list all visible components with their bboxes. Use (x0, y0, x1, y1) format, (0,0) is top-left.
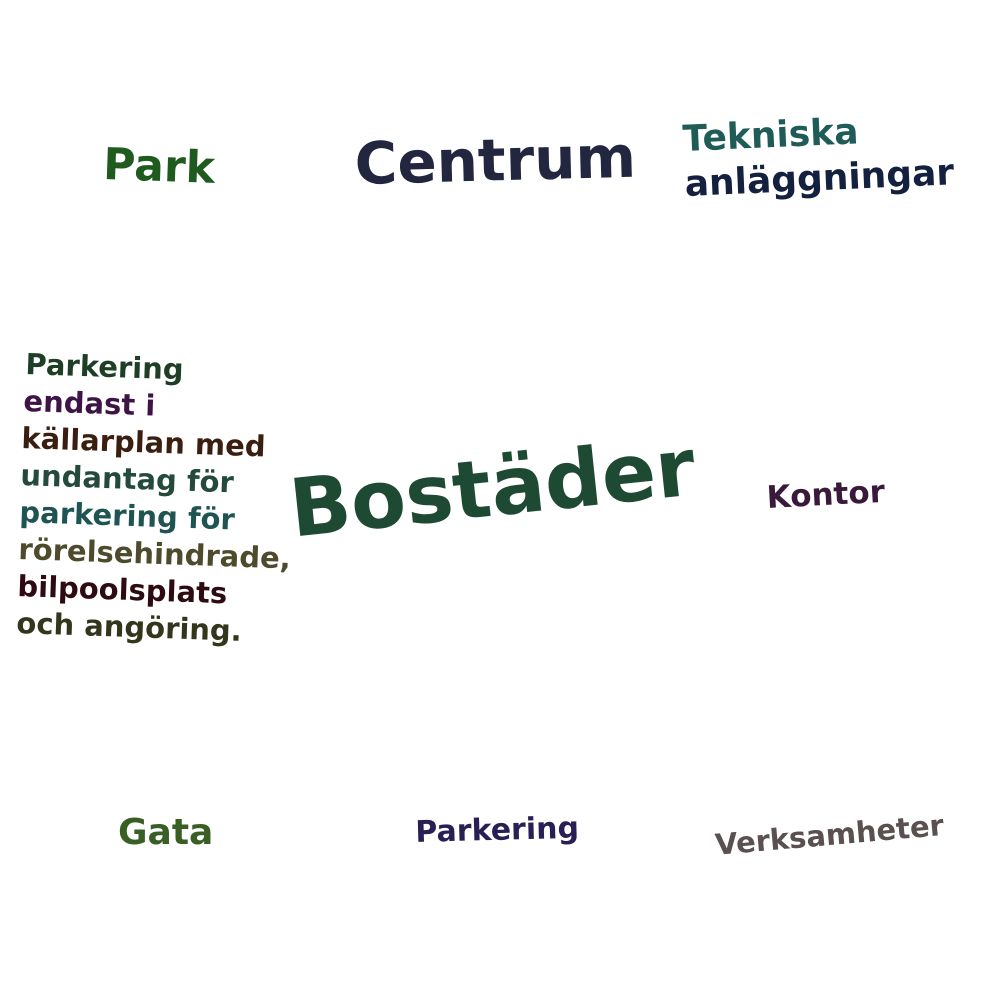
word-kontor: Kontor (765, 473, 886, 516)
word-anlaggningar: anläggningar (683, 152, 955, 205)
word-centrum: Centrum (353, 122, 637, 198)
word-park: Park (102, 139, 216, 194)
word-verksamheter: Verksamheter (713, 808, 946, 862)
parking-note-line: undantag för (19, 458, 235, 500)
parking-note-line: rörelsehindrade, (17, 532, 292, 576)
parking-note-line: källarplan med (20, 421, 267, 464)
parking-note-line: parkering för (18, 495, 236, 537)
word-bostader: Bostäder (285, 420, 700, 556)
word-tekniska: Tekniska (681, 111, 860, 160)
parking-note-line: endast i (22, 384, 156, 423)
word-gata: Gata (118, 812, 214, 853)
parking-note-line: Parkering (24, 347, 185, 387)
parking-note-line: och angöring. (15, 606, 243, 648)
parking-note-line: bilpoolsplats (16, 569, 228, 611)
word-parkering: Parkering (414, 810, 580, 850)
